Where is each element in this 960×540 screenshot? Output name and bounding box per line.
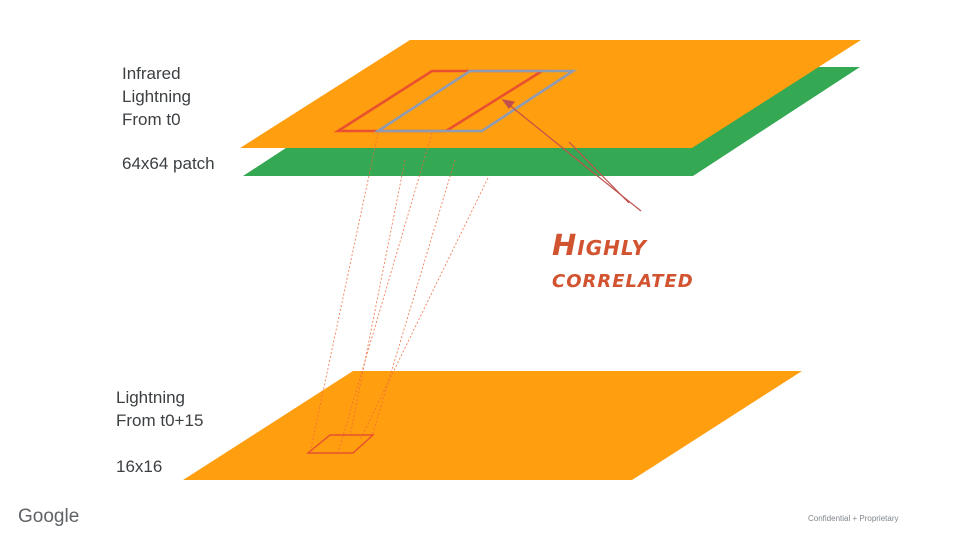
top-layer-size-label: 64x64 patch [122, 154, 215, 173]
annotation-arrows [501, 99, 642, 212]
bottom-layer-size-label: 16x16 [116, 457, 163, 476]
annotation-line-1: Highly [552, 228, 647, 262]
small-patch-outline [306, 434, 375, 454]
bottom-title-line-1: Lightning [116, 388, 186, 407]
top-layer-title: Infrared Lightning From t0 [122, 62, 191, 131]
bottom-layer-title: Lightning From t0+15 [116, 386, 203, 432]
confidential-note: Confidential + Proprietary [808, 514, 899, 523]
highly-correlated-annotation: Highly correlated [552, 228, 694, 296]
top-title-line-2: Lightning [122, 87, 192, 106]
bottom-orange-layer [183, 371, 802, 480]
top-orange-layer [240, 40, 861, 148]
google-logo: Google [18, 506, 80, 527]
grey-patch-outline [373, 69, 578, 133]
annotation-line-2: correlated [552, 264, 694, 293]
bottom-title-line-2: From t0+15 [116, 411, 204, 430]
top-title-line-3: From t0 [122, 110, 181, 129]
projection-lines [309, 132, 489, 454]
top-title-line-1: Infrared [122, 64, 181, 83]
